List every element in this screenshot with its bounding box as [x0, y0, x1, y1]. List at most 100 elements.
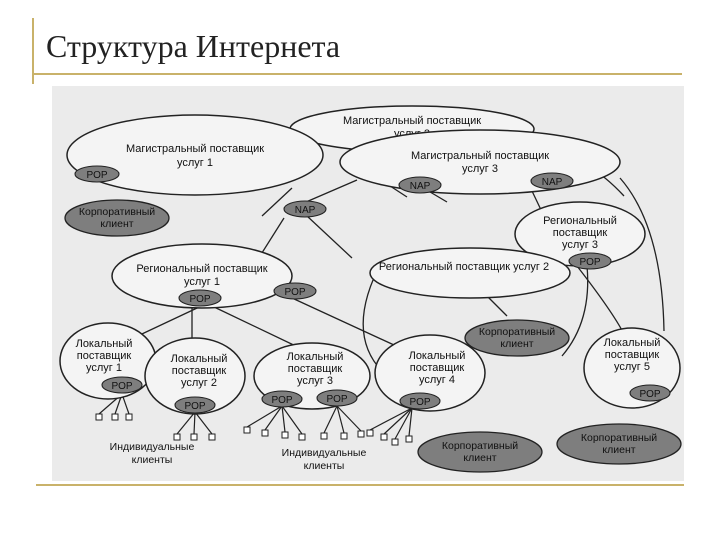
- pop-badge-loc4: POP: [399, 392, 441, 410]
- pop-badge-reg1-a: POP: [178, 289, 222, 307]
- access-point-badges: POP NAP NAP NAP POP POP POP POP: [74, 165, 671, 414]
- terminal-icon: [298, 433, 306, 441]
- individual-clients-1-line1: Индивидуальные: [110, 441, 195, 453]
- label-loc5-line2: поставщик: [605, 349, 660, 361]
- label-loc1-line2: поставщик: [77, 350, 132, 362]
- nap-label-2: NAP: [410, 181, 431, 192]
- terminal-icon: [111, 413, 119, 421]
- node-loc2: Локальный поставщик услуг 2: [144, 337, 246, 415]
- internet-structure-diagram: Магистральный поставщик услуг 2 Магистра…: [52, 86, 684, 481]
- individual-clients-2-line1: Индивидуальные: [282, 447, 367, 459]
- label-loc2-line2: поставщик: [172, 365, 227, 377]
- corporate-client-1: Корпоративный клиент: [64, 199, 170, 237]
- corporate-client-1-line1: Корпоративный: [79, 206, 155, 218]
- terminal-icon: [208, 433, 216, 441]
- pop-badge-reg1-b: POP: [273, 282, 317, 300]
- nap-badge-3: NAP: [530, 172, 574, 190]
- pop-label-loc4: POP: [409, 397, 430, 408]
- decorative-bottom-line: [36, 484, 684, 486]
- label-loc3-line1: Локальный: [287, 351, 344, 363]
- pop-badge-loc5: POP: [629, 384, 671, 402]
- nap-badge-1: NAP: [283, 200, 327, 218]
- label-loc4-line3: услуг 4: [419, 374, 455, 386]
- pop-badge-loc2: POP: [174, 396, 216, 414]
- label-reg1-line1: Региональный поставщик: [136, 263, 267, 275]
- label-isp3-line1: Магистральный поставщик: [411, 150, 549, 162]
- terminal-icon: [190, 433, 198, 441]
- slide-title: Структура Интернета: [46, 28, 341, 64]
- label-loc1-line3: услуг 1: [86, 362, 122, 374]
- terminal-icon: [366, 429, 374, 437]
- corporate-client-2-line2: клиент: [500, 338, 533, 350]
- decorative-vertical-line: [32, 18, 34, 84]
- pop-badge-loc3-a: POP: [261, 390, 303, 408]
- corporate-client-4: Корпоративный клиент: [556, 423, 682, 465]
- label-isp3-line2: услуг 3: [462, 163, 498, 175]
- label-isp1-line1: Магистральный поставщик: [126, 143, 264, 155]
- node-isp3: Магистральный поставщик услуг 3: [339, 129, 621, 195]
- label-reg2: Региональный поставщик услуг 2: [379, 261, 549, 273]
- nap-label-1: NAP: [295, 205, 316, 216]
- label-loc2-line3: услуг 2: [181, 377, 217, 389]
- individual-client-terminals: [95, 413, 413, 446]
- pop-label-loc3-b: POP: [326, 394, 347, 405]
- terminal-icon: [320, 432, 328, 440]
- label-loc5-line1: Локальный: [604, 337, 661, 349]
- corporate-client-2: Корпоративный клиент: [464, 319, 570, 357]
- node-reg1: Региональный поставщик услуг 1: [111, 243, 293, 309]
- node-isp1: Магистральный поставщик услуг 1: [66, 114, 324, 196]
- terminal-icon: [380, 433, 388, 441]
- pop-label-loc5: POP: [639, 389, 660, 400]
- corporate-client-3-line1: Корпоративный: [442, 440, 518, 452]
- nap-badge-2: NAP: [398, 176, 442, 194]
- terminal-icon: [243, 426, 251, 434]
- pop-label-reg1-a: POP: [189, 294, 210, 305]
- label-loc5-line3: услуг 5: [614, 361, 650, 373]
- corporate-client-1-line2: клиент: [100, 218, 133, 230]
- pop-label-isp1: POP: [86, 170, 107, 181]
- terminal-icon: [281, 431, 289, 439]
- label-isp2-line1: Магистральный поставщик: [343, 115, 481, 127]
- label-loc1-line1: Локальный: [76, 338, 133, 350]
- terminal-icon: [391, 438, 399, 446]
- corporate-client-4-line2: клиент: [602, 444, 635, 456]
- nap-label-3: NAP: [542, 177, 563, 188]
- label-loc4-line2: поставщик: [410, 362, 465, 374]
- label-reg1-line2: услуг 1: [184, 276, 220, 288]
- terminal-icon: [261, 429, 269, 437]
- pop-label-loc2: POP: [184, 401, 205, 412]
- pop-badge-loc1: POP: [101, 376, 143, 394]
- corporate-client-2-line1: Корпоративный: [479, 326, 555, 338]
- label-loc3-line3: услуг 3: [297, 375, 333, 387]
- corporate-client-4-line1: Корпоративный: [581, 432, 657, 444]
- individual-client-labels: Индивидуальные клиенты Индивидуальные кл…: [110, 441, 367, 472]
- pop-label-reg3: POP: [579, 257, 600, 268]
- terminal-icon: [173, 433, 181, 441]
- label-loc2-line1: Локальный: [171, 353, 228, 365]
- node-loc4: Локальный поставщик услуг 4: [374, 334, 486, 412]
- decorative-title-underline: [32, 73, 682, 75]
- terminal-icon: [405, 435, 413, 443]
- label-loc4-line1: Локальный: [409, 350, 466, 362]
- pop-label-loc1: POP: [111, 381, 132, 392]
- corporate-client-3: Корпоративный клиент: [417, 431, 543, 473]
- label-reg3-line2: поставщик: [553, 227, 608, 239]
- terminal-icon: [340, 432, 348, 440]
- pop-badge-loc3-b: POP: [316, 389, 358, 407]
- individual-clients-1-line2: клиенты: [132, 454, 173, 466]
- pop-badge-reg3: POP: [568, 252, 612, 270]
- terminal-icon: [357, 430, 365, 438]
- pop-label-loc3-a: POP: [271, 395, 292, 406]
- individual-clients-2-line2: клиенты: [304, 460, 345, 472]
- node-reg2: Региональный поставщик услуг 2: [369, 247, 571, 299]
- label-reg3-line3: услуг 3: [562, 239, 598, 251]
- label-isp1-line2: услуг 1: [177, 157, 213, 169]
- label-loc3-line2: поставщик: [288, 363, 343, 375]
- terminal-icon: [95, 413, 103, 421]
- terminal-icon: [125, 413, 133, 421]
- pop-label-reg1-b: POP: [284, 287, 305, 298]
- provider-nodes: Магистральный поставщик услуг 2 Магистра…: [59, 105, 681, 415]
- terminal-lines: [98, 393, 413, 440]
- corporate-client-3-line2: клиент: [463, 452, 496, 464]
- corporate-clients: Корпоративный клиент Корпоративный клиен…: [64, 199, 682, 473]
